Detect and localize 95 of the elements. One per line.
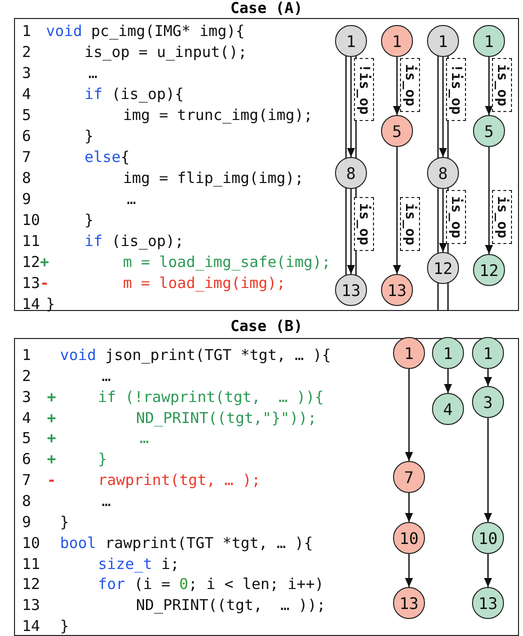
removed-marker: - <box>47 470 56 492</box>
edge-label: is_op <box>492 190 512 244</box>
line-number: 13 <box>22 595 40 616</box>
line-number: 5 <box>22 428 32 450</box>
edge-label: is_op <box>354 197 374 252</box>
code-keyword: if <box>84 232 103 250</box>
arrow <box>484 554 492 587</box>
edge-label: is_op <box>492 58 512 112</box>
code-text: } <box>60 512 70 531</box>
arrow <box>393 57 401 115</box>
code-text: json_print(TGT *tgt, … ){ <box>105 346 331 364</box>
line-number: 9 <box>22 512 32 533</box>
code-keyword: void <box>60 346 96 364</box>
line-number: 7 <box>22 470 32 492</box>
code-text: m = load_img_safe(img); <box>123 253 331 271</box>
code-text: rawprint(tgt, … ); <box>98 471 261 490</box>
added-marker: + <box>47 428 56 450</box>
code-text: ; i < len; i++) <box>188 575 324 594</box>
arrow <box>405 554 413 587</box>
code-keyword: size_t <box>98 554 152 572</box>
line-number: 4 <box>22 84 32 105</box>
line-number: 2 <box>22 42 32 63</box>
arrow <box>484 369 492 386</box>
line-number: 12 <box>22 252 40 273</box>
line-number: 6 <box>22 449 32 470</box>
arrow <box>405 493 413 522</box>
line-number: 3 <box>22 63 32 84</box>
line-number: 12 <box>22 574 40 596</box>
line-number: 11 <box>22 554 40 574</box>
edge-label: !is_op <box>446 58 466 121</box>
line-number: 8 <box>22 490 32 512</box>
line-number: 2 <box>22 366 32 387</box>
line-number: 10 <box>22 532 40 554</box>
code-text: { <box>120 148 130 166</box>
added-marker: + <box>47 449 56 470</box>
arrow <box>485 57 493 115</box>
code-text: ND_PRINT((tgt, … )); <box>136 596 326 614</box>
line-number: 10 <box>22 210 40 231</box>
edge-label: is_op <box>446 190 466 244</box>
line-number: 3 <box>22 386 32 408</box>
code-text: (is_op){ <box>112 85 184 103</box>
code-text: (i = <box>134 575 170 594</box>
code-text: } <box>60 617 70 636</box>
panel-title: Case (A) <box>229 0 304 17</box>
code-text: … <box>126 190 136 208</box>
code-text: is_op = u_input(); <box>84 43 248 61</box>
added-marker: + <box>47 408 56 429</box>
code-text: if (!rawprint(tgt, … )){ <box>98 388 324 406</box>
code-text: pc_img(IMG* img){ <box>91 22 245 40</box>
code-text: rawprint(TGT *tgt, … ){ <box>105 534 313 552</box>
code-text: m = load_img(img); <box>123 274 286 292</box>
line-number: 14 <box>22 616 40 636</box>
code-text: … <box>140 429 149 448</box>
code-text: … <box>102 366 111 385</box>
arrow <box>484 418 492 522</box>
code-text: 0 <box>179 575 188 594</box>
line-number: 9 <box>22 189 32 210</box>
code-text: } <box>98 450 108 468</box>
line-number: 14 <box>22 294 40 315</box>
code-text: … <box>102 492 111 510</box>
code-text: } <box>46 295 56 313</box>
arrow <box>405 369 413 461</box>
edge-label: !is_op <box>354 58 374 121</box>
code-keyword: for <box>98 575 126 594</box>
panel-title: Case (B) <box>229 318 304 335</box>
code-text: ND_PRINT((tgt,"}")); <box>136 408 317 427</box>
line-number: 5 <box>22 105 32 126</box>
edge-label: is_op <box>400 58 420 112</box>
code-keyword: bool <box>60 534 96 552</box>
line-number: 1 <box>22 345 32 366</box>
arrow <box>485 147 493 254</box>
case-panel <box>14 318 519 636</box>
arrow <box>444 369 452 393</box>
code-text: img = flip_img(img); <box>123 169 304 187</box>
line-number: 11 <box>22 231 40 252</box>
code-text: img = trunc_img(img); <box>123 106 313 124</box>
line-number: 6 <box>22 126 32 147</box>
arrow <box>393 147 401 274</box>
code-text: (is_op); <box>112 232 184 250</box>
line-number: 1 <box>22 21 32 42</box>
edge-label: is_op <box>400 197 420 252</box>
code-keyword: void <box>46 22 82 40</box>
code-text: } <box>84 127 94 145</box>
removed-marker: - <box>40 273 50 294</box>
code-keyword: else <box>84 148 121 166</box>
code-keyword: if <box>84 85 103 103</box>
line-number: 8 <box>22 168 32 189</box>
line-number: 13 <box>22 273 40 294</box>
line-number: 7 <box>22 147 32 168</box>
added-marker: + <box>40 252 50 273</box>
code-text: … <box>88 64 98 82</box>
added-marker: + <box>47 386 56 408</box>
code-text: i; <box>161 554 180 572</box>
code-text: } <box>84 211 94 229</box>
line-number: 4 <box>22 408 32 429</box>
